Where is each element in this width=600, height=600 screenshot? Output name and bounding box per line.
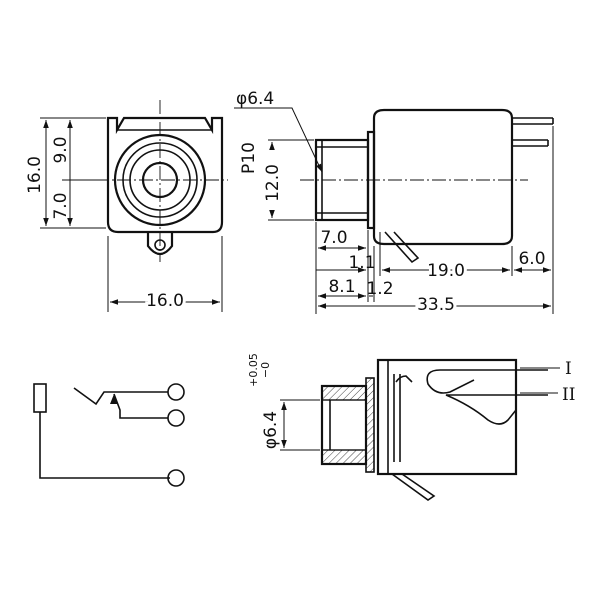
spring-contact-2 (395, 375, 413, 383)
dim-tol-upper: +0.05 (247, 353, 260, 387)
side-view: φ6.4 P10 12.0 7.0 1.1 19.0 6.0 8.1 1.2 (234, 89, 554, 318)
terminal-sleeve (167, 469, 185, 487)
dim-width: 16.0 (146, 291, 184, 311)
section-body (376, 358, 518, 476)
dim-thread-length: 7.0 (320, 228, 347, 248)
dim-overall-length: 33.5 (417, 295, 455, 315)
switch-contact (73, 387, 168, 406)
dim-flange: 1.2 (366, 279, 393, 299)
dim-body-height: 12.0 (263, 164, 283, 202)
plug-symbol (33, 383, 47, 413)
dim-bore: φ6.4 (261, 411, 281, 449)
terminal-tip (167, 383, 185, 401)
section-view: φ6.4 +0.05 −0 I II (247, 353, 575, 501)
spring-contact-1 (426, 369, 548, 394)
dim-height-total: 16.0 (25, 156, 45, 194)
dim-offset: 8.1 (328, 277, 355, 297)
front-view: 16.0 9.0 7.0 16.0 (25, 100, 228, 314)
dim-gap: 1.1 (348, 253, 375, 273)
dim-lower: 7.0 (51, 192, 71, 219)
pin-3 (384, 231, 420, 264)
dim-pin-length: 6.0 (518, 249, 545, 269)
dim-pitch: P10 (239, 142, 259, 174)
schematic (33, 383, 185, 487)
terminal-switch (167, 409, 185, 427)
dim-tol-lower: −0 (259, 362, 272, 378)
main-body (372, 108, 514, 246)
dim-upper: 9.0 (51, 136, 71, 163)
dim-body-length: 19.0 (427, 261, 465, 281)
terminal-label-2: II (562, 385, 575, 405)
terminal-label-1: I (565, 359, 572, 379)
dim-thread: φ6.4 (236, 89, 274, 109)
